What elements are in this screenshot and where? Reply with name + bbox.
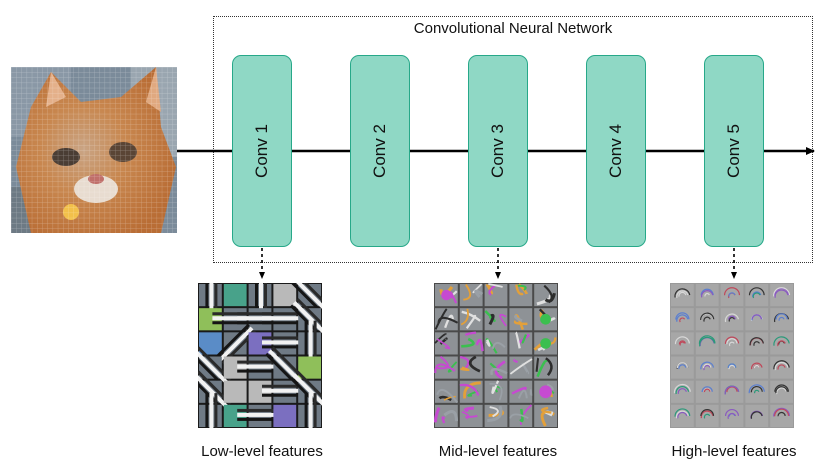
- high-level-filter-tile: [671, 284, 694, 307]
- high-level-filter-tile: [770, 356, 793, 379]
- high-level-filter-tile: [695, 380, 719, 403]
- mid-level-filter-tile: [484, 404, 508, 427]
- low-level-filter-tile: [198, 346, 232, 388]
- low-level-filter-tile: [298, 320, 321, 367]
- high-level-filter-tile: [720, 380, 744, 403]
- mid-level-filter-tile: [484, 332, 508, 355]
- mid-level-filter-tile: [459, 355, 483, 379]
- high-level-filter-tile: [745, 356, 769, 379]
- high-level-filter-tile: [720, 332, 744, 355]
- low-level-filter-tile: [237, 356, 283, 379]
- high-level-filter-tile: [770, 404, 793, 427]
- low-level-filter-tile: [223, 380, 247, 403]
- low-level-filter-tile: [262, 332, 308, 355]
- high-level-filter-tile: [695, 284, 719, 307]
- mid-level-filter-tile: [434, 308, 459, 331]
- low-level-filter-tile: [199, 332, 222, 355]
- high-level-feature-grid: [670, 283, 794, 428]
- mid-level-filter-tile: [534, 356, 557, 379]
- high-level-filter-tile: [720, 356, 744, 379]
- mid-level-filter-tile: [484, 356, 508, 380]
- conv-layer-2: Conv 2: [350, 55, 410, 247]
- high-level-filter-tile: [671, 356, 694, 379]
- mid-level-filter-tile: [459, 283, 484, 307]
- mid-level-filter-tile: [459, 308, 483, 331]
- mid-level-filter-tile: [533, 332, 557, 355]
- conv-layer-3: Conv 3: [468, 55, 528, 247]
- high-level-filter-tile: [770, 332, 793, 355]
- mid-level-filter-tile: [509, 283, 533, 307]
- mid-level-filter-tile: [434, 355, 458, 379]
- high-level-filter-tile: [671, 404, 694, 427]
- low-level-filter-tile: [289, 283, 322, 315]
- mid-level-filter-tile: [459, 404, 483, 427]
- low-level-filter-tile: [199, 283, 222, 318]
- low-level-feature-grid: [198, 283, 322, 428]
- mid-level-filter-tile: [484, 283, 508, 307]
- high-level-filter-tile: [745, 332, 769, 355]
- low-level-filter-tile: [248, 283, 272, 318]
- high-level-filter-tile: [720, 308, 744, 331]
- low-level-filter-tile: [215, 323, 257, 365]
- high-level-filter-tile: [695, 404, 719, 427]
- low-level-features-label: Low-level features: [201, 443, 323, 460]
- high-level-filter-tile: [671, 380, 694, 403]
- conv-layer-5: Conv 5: [704, 55, 764, 247]
- high-level-filter-tile: [671, 308, 694, 331]
- low-level-filter-tile: [237, 404, 283, 427]
- mid-level-features-label: Mid-level features: [438, 443, 558, 460]
- high-level-filter-tile: [695, 308, 719, 331]
- high-level-filter-tile: [720, 404, 744, 427]
- high-level-filter-tile: [770, 308, 793, 331]
- high-level-filter-tile: [770, 380, 793, 403]
- mid-level-filter-tile: [509, 331, 533, 355]
- low-level-filter-tile: [273, 284, 297, 307]
- conv-layer-1: Conv 1: [232, 55, 292, 247]
- input-cat-image: [11, 67, 177, 233]
- low-level-filter-tile: [273, 404, 297, 427]
- low-level-filter-tile: [262, 380, 308, 403]
- mid-level-filter-tile: [509, 356, 533, 379]
- high-level-filter-tile: [745, 404, 769, 427]
- mid-level-feature-grid: [434, 283, 558, 428]
- cnn-title: Convolutional Neural Network: [413, 20, 613, 37]
- mid-level-filter-tile: [509, 308, 533, 331]
- mid-level-filter-tile: [509, 404, 533, 427]
- high-level-filter-tile: [671, 332, 694, 355]
- mid-level-filter-tile: [459, 380, 483, 403]
- low-level-filter-tile: [223, 284, 247, 307]
- high-level-filter-tile: [770, 284, 793, 307]
- conv-layer-4: Conv 4: [586, 55, 646, 247]
- high-level-filter-tile: [745, 308, 769, 331]
- high-level-filter-tile: [745, 284, 769, 307]
- mid-level-filter-tile: [484, 380, 508, 403]
- high-level-filter-tile: [695, 356, 719, 379]
- mid-level-filter-tile: [484, 308, 508, 331]
- mid-level-filter-tile: [459, 331, 484, 355]
- high-level-filter-tile: [720, 284, 744, 307]
- high-level-filter-tile: [695, 332, 719, 355]
- mid-level-filter-tile: [509, 380, 533, 403]
- low-level-filter-tile: [298, 356, 321, 379]
- low-level-filter-tile: [262, 308, 308, 331]
- mid-level-filter-tile: [534, 308, 557, 331]
- mid-level-filter-tile: [534, 404, 557, 427]
- high-level-features-label: High-level features: [671, 443, 797, 460]
- low-level-filter-tile: [199, 393, 222, 428]
- mid-level-filter-tile: [434, 332, 458, 355]
- low-level-filter-tile: [298, 393, 321, 428]
- mid-level-filter-tile: [435, 284, 458, 307]
- cnn-boundary: [213, 16, 813, 263]
- high-level-filter-tile: [745, 380, 769, 403]
- mid-level-filter-tile: [434, 404, 459, 427]
- mid-level-filter-tile: [534, 284, 557, 307]
- mid-level-filter-tile: [534, 380, 557, 403]
- mid-level-filter-tile: [435, 380, 459, 404]
